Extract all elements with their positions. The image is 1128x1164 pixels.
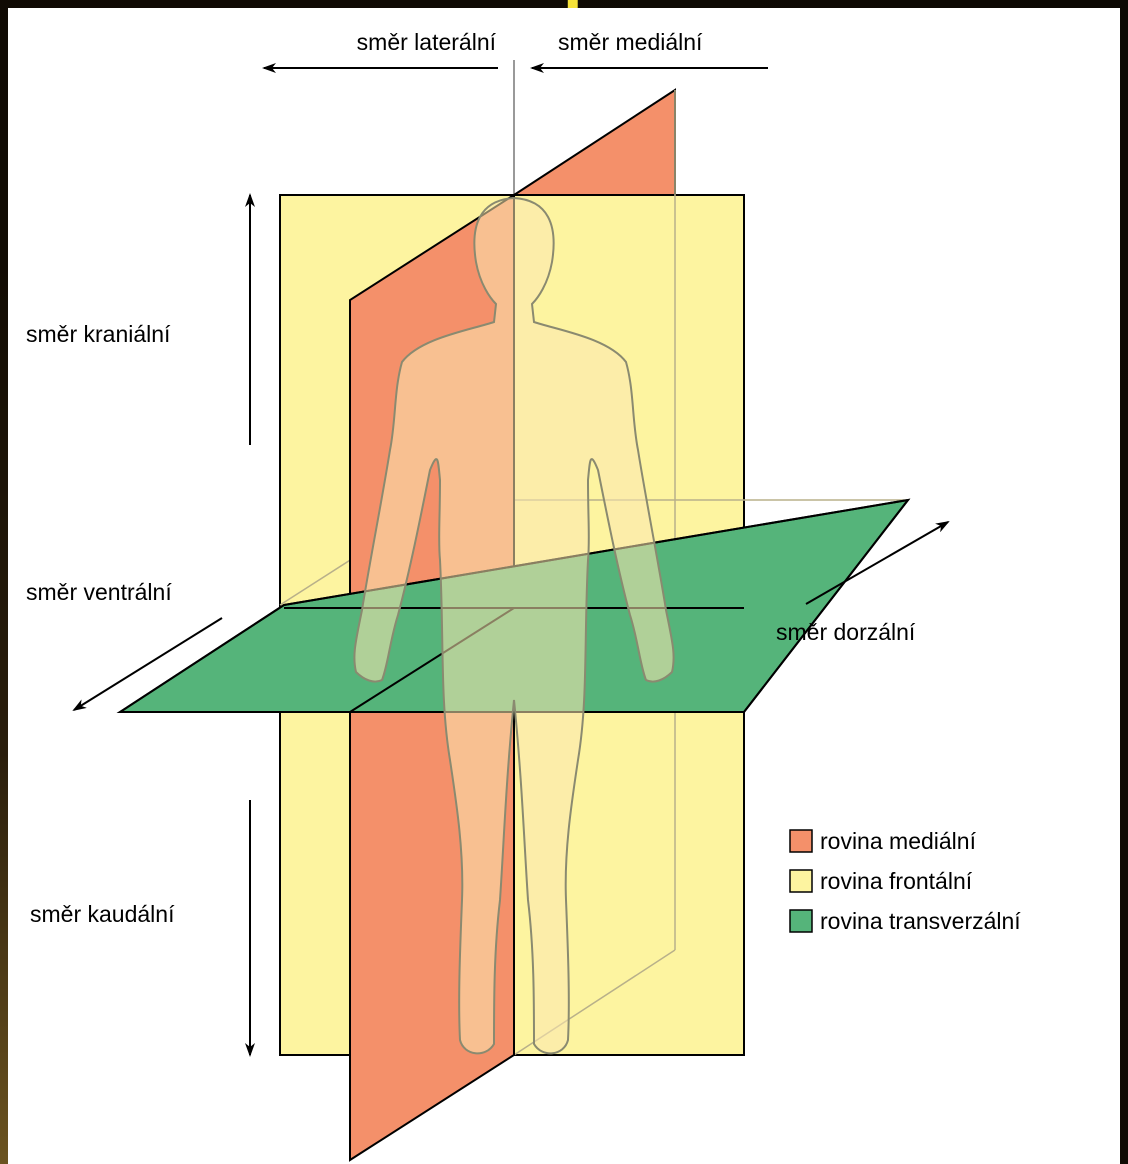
legend-label-frontal: rovina frontální	[820, 868, 973, 894]
legend-swatch-transverse	[790, 910, 812, 932]
dorsal-label: směr dorzální	[776, 619, 916, 645]
legend-label-transverse: rovina transverzální	[820, 908, 1021, 934]
lateral-label: směr laterální	[357, 29, 497, 55]
legend-label-median: rovina mediální	[820, 828, 977, 854]
cranial-label: směr kraniální	[26, 321, 171, 347]
ventral-label: směr ventrální	[26, 579, 172, 605]
legend-swatch-median	[790, 830, 812, 852]
legend-swatch-frontal	[790, 870, 812, 892]
legend: rovina mediální rovina frontální rovina …	[790, 828, 1021, 934]
medial-label: směr mediální	[558, 29, 703, 55]
caudal-label: směr kaudální	[30, 901, 175, 927]
